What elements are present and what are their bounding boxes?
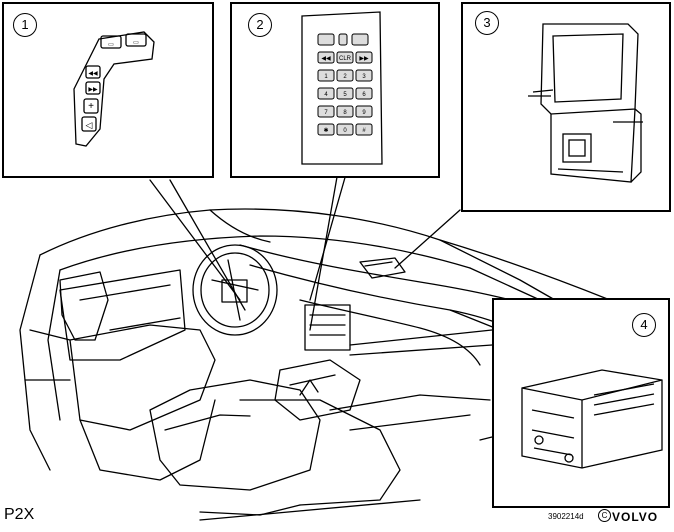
brand-logo: VOLVO — [612, 510, 659, 524]
key-3: 3 — [362, 74, 366, 80]
steering-wheel-controls-callout: ▭ ▭ ◀◀ ▶▶ + ◁ 1 — [2, 2, 214, 178]
key-star: ✱ — [323, 127, 328, 134]
key-0: 0 — [343, 128, 347, 134]
key-7: 7 — [324, 110, 328, 116]
phone-keypad-callout: ◀◀ CLR ▶▶ 1 2 3 4 5 6 7 8 9 ✱ 0 # 2 — [230, 2, 440, 178]
key-9: 9 — [362, 110, 366, 116]
key-4: 4 — [324, 92, 328, 98]
radio-unit-icon — [521, 369, 663, 469]
svg-text:+: + — [88, 101, 94, 112]
radio-unit-callout: 4 — [492, 298, 670, 508]
key-clr: CLR — [339, 56, 352, 62]
svg-text:▭: ▭ — [108, 42, 114, 48]
navigation-display-callout: 3 — [461, 2, 671, 212]
callout-number-4: 4 — [632, 313, 656, 337]
callout-number-2: 2 — [248, 13, 272, 37]
model-code: P2X — [4, 506, 35, 523]
copyright-symbol: C — [598, 509, 611, 522]
svg-text:◀◀: ◀◀ — [88, 71, 98, 77]
reference-number: 3902214d — [548, 512, 584, 521]
key-6: 6 — [362, 92, 366, 98]
svg-text:◁: ◁ — [86, 120, 93, 130]
svg-text:▭: ▭ — [133, 40, 139, 46]
navigation-display-icon — [528, 23, 643, 183]
callout-number-3: 3 — [475, 11, 499, 35]
svg-text:▶▶: ▶▶ — [359, 56, 369, 62]
key-hash: # — [362, 128, 366, 134]
svg-text:◀◀: ◀◀ — [321, 56, 331, 62]
key-2: 2 — [343, 74, 347, 80]
phone-keypad-icon: ◀◀ CLR ▶▶ 1 2 3 4 5 6 7 8 9 ✱ 0 # — [301, 11, 383, 165]
svg-text:▶▶: ▶▶ — [88, 87, 98, 93]
steering-wheel-controls-icon: ▭ ▭ ◀◀ ▶▶ + ◁ — [73, 31, 155, 147]
key-1: 1 — [324, 74, 328, 80]
key-8: 8 — [343, 110, 347, 116]
key-5: 5 — [343, 92, 347, 98]
callout-number-1: 1 — [13, 13, 37, 37]
